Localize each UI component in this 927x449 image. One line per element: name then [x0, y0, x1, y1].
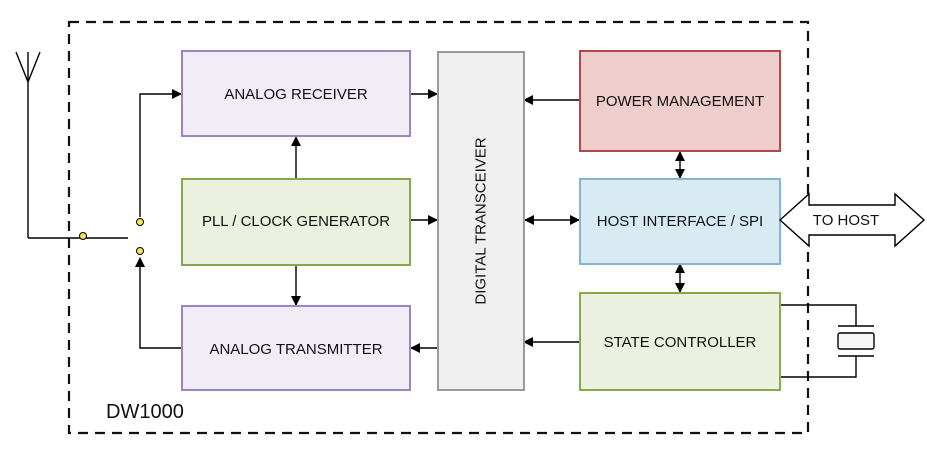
to-host-arrow — [778, 192, 926, 248]
digital-transceiver-label: DIGITAL TRANSCEIVER — [473, 137, 490, 304]
power-management-label: POWER MANAGEMENT — [596, 93, 764, 110]
state-controller-block — [579, 292, 781, 391]
analog-transmitter-label: ANALOG TRANSMITTER — [209, 341, 382, 358]
switch-to-receiver-arrow — [139, 89, 182, 217]
pll-clock-generator-block — [181, 178, 411, 266]
host-interface-block — [579, 178, 781, 265]
chip-label: DW1000 — [106, 401, 184, 423]
pll-clock-generator-label: PLL / CLOCK GENERATOR — [202, 213, 390, 230]
transmitter-to-switch-arrow — [135, 257, 182, 349]
analog-receiver-label: ANALOG RECEIVER — [224, 86, 368, 103]
state-controller-label: STATE CONTROLLER — [604, 334, 757, 351]
analog-transmitter-block — [181, 305, 411, 391]
digital-transceiver-block — [437, 51, 525, 391]
rf-switch — [28, 218, 144, 255]
host-interface-label: HOST INTERFACE / SPI — [597, 213, 763, 230]
power-management-block — [579, 50, 781, 152]
crystal-icon — [780, 304, 875, 378]
to-host-label: TO HOST — [813, 212, 879, 229]
analog-receiver-block — [181, 50, 411, 137]
antenna-icon — [15, 51, 41, 238]
